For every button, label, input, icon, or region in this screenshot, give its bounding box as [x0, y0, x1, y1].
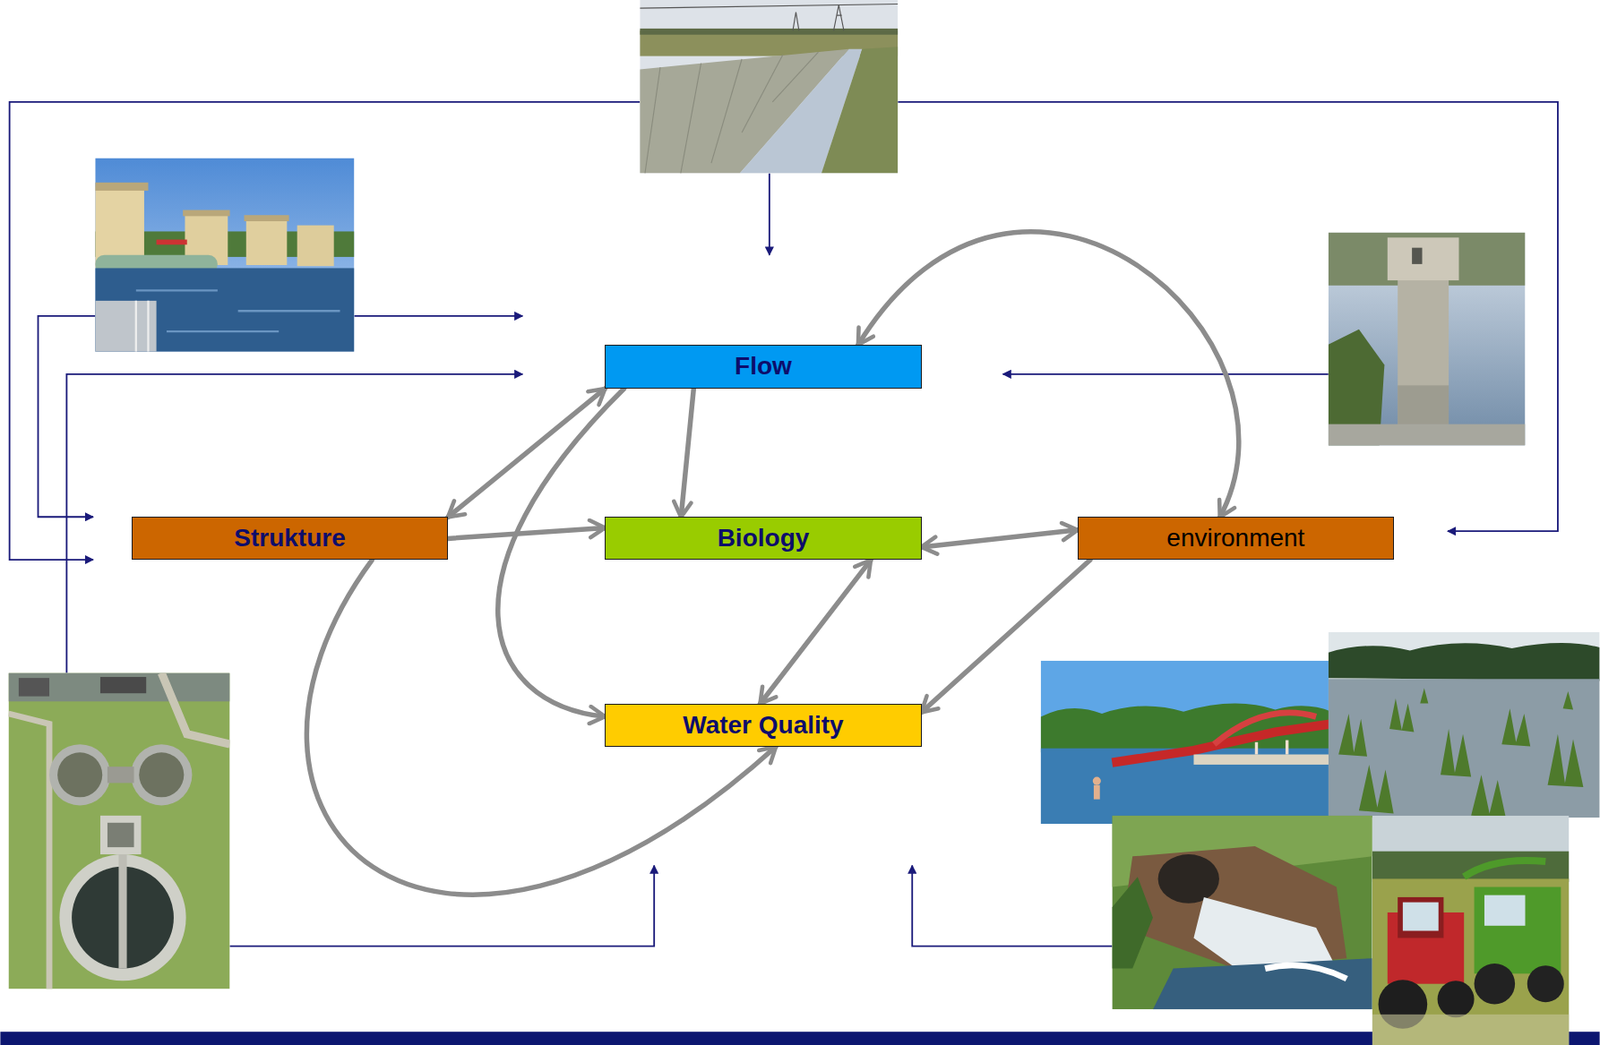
bathing-lake-photo: [1040, 661, 1332, 825]
node-label: Water Quality: [682, 711, 844, 740]
structure-box: Strukture: [131, 516, 448, 560]
outfall-photo: [1111, 816, 1372, 1010]
relation-arrow: [921, 559, 1091, 713]
node-label: Biology: [717, 524, 810, 553]
node-label: Flow: [734, 352, 792, 381]
outlet-tower-photo: [1328, 232, 1526, 447]
flow-box: Flow: [604, 344, 921, 389]
relation-arrow: [921, 530, 1078, 548]
water-quality-box: Water Quality: [604, 704, 921, 748]
relation-arrow: [447, 527, 605, 539]
biology-box: Biology: [604, 516, 921, 560]
relation-arrow: [680, 388, 694, 518]
feed-lines: [9, 102, 1558, 947]
environment-box: environment: [1077, 516, 1394, 560]
node-label: Strukture: [233, 524, 345, 553]
weir-photo: [94, 157, 354, 352]
node-label: environment: [1166, 524, 1305, 553]
relation-arrow: [447, 388, 605, 518]
treatment-plant-photo: [8, 672, 230, 990]
relation-arrow: [759, 559, 871, 705]
harvest-photo: [1372, 816, 1570, 1045]
wetland-photo: [1328, 632, 1600, 818]
canal-photo: [639, 0, 898, 174]
footer-band: [0, 1032, 1600, 1045]
